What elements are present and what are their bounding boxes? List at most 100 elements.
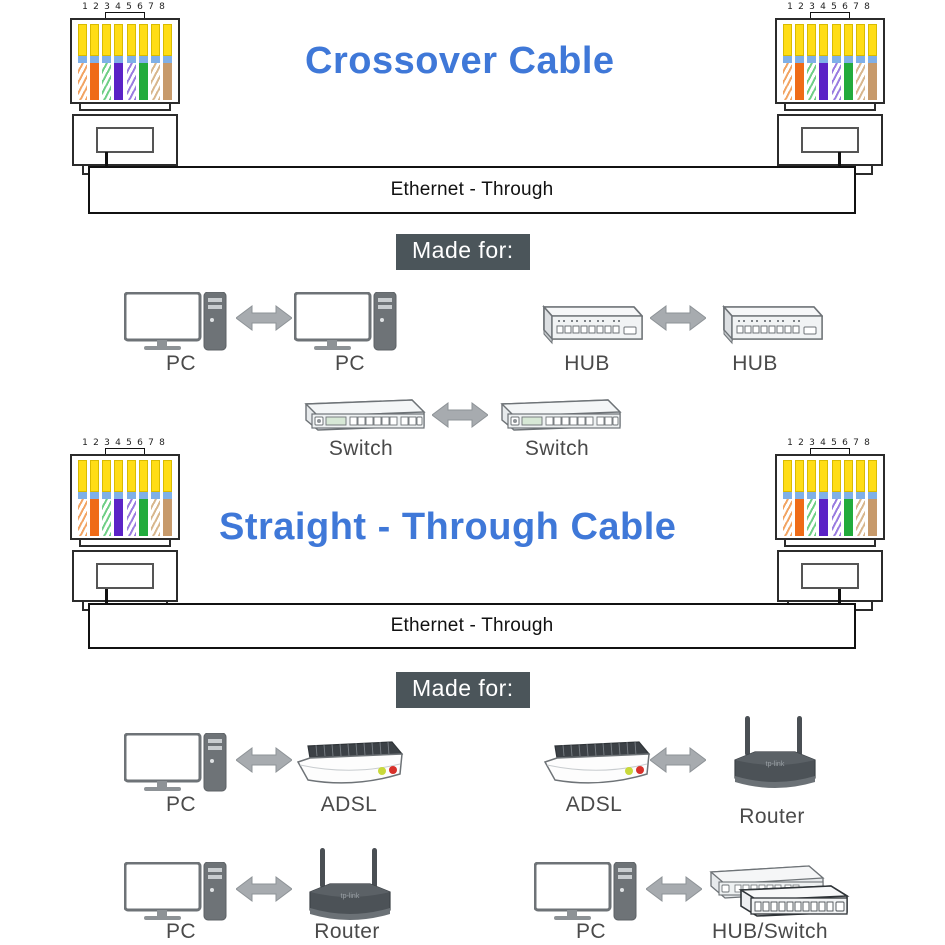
- plug-contact-block: [70, 454, 180, 540]
- bidirectional-arrow: [645, 874, 703, 909]
- device-label-hub-crossover-b: HUB: [732, 352, 778, 375]
- pin-bracket-3-to-6: [810, 12, 850, 19]
- cable-drop-right: [838, 589, 841, 605]
- pin-number: 2: [798, 2, 804, 12]
- wire-pin-7: [855, 24, 865, 100]
- device-pc-crossover-b: [293, 291, 399, 357]
- pin-number: 3: [104, 438, 110, 448]
- pin-number: 5: [126, 2, 132, 12]
- pin-number: 5: [831, 2, 837, 12]
- wire-pin-2: [795, 24, 805, 100]
- wire-pin-2: [90, 460, 100, 536]
- cable-drop-left: [105, 152, 108, 168]
- pin-number: 3: [104, 2, 110, 12]
- device-router-straight-a: tp-link: [721, 716, 825, 799]
- pin-number: 1: [82, 438, 88, 448]
- pin-number-row: 1 2 3 4 5 6 7 8: [79, 2, 171, 19]
- pin-number: 3: [809, 2, 815, 12]
- wire-pin-1: [78, 24, 87, 100]
- bidirectional-arrow: [235, 874, 293, 909]
- pin-number-row: 1 2 3 4 5 6 7 8: [784, 438, 876, 455]
- wire-pin-1: [783, 460, 792, 536]
- pin-number: 3: [809, 438, 815, 448]
- pin-number-row: 1 2 3 4 5 6 7 8: [79, 438, 171, 455]
- bidirectional-arrow: [649, 303, 707, 338]
- pin-number: 5: [831, 438, 837, 448]
- device-label-hub-switch-straight: HUB/Switch: [711, 920, 829, 943]
- device-pc-straight-b: [123, 861, 229, 927]
- wire-pin-4: [819, 460, 829, 536]
- device-label-pc-crossover-b: PC: [335, 352, 365, 375]
- wire-pin-5: [831, 24, 841, 100]
- cable-drop-left: [105, 589, 108, 605]
- wire-pin-5: [831, 460, 841, 536]
- plug-contact-block: [70, 18, 180, 104]
- bidirectional-arrow: [235, 745, 293, 780]
- wire-pin-8: [162, 460, 172, 536]
- pin-number: 4: [820, 438, 826, 448]
- pin-number: 4: [115, 2, 121, 12]
- cable-drop-right: [838, 152, 841, 168]
- wire-pin-8: [867, 460, 877, 536]
- plug-boot: [777, 114, 883, 166]
- device-label-switch-crossover-a: Switch: [328, 437, 394, 460]
- pin-number: 8: [159, 2, 165, 12]
- pin-number: 8: [864, 438, 870, 448]
- pin-number: 2: [798, 438, 804, 448]
- pin-number: 8: [864, 2, 870, 12]
- plug-boot: [72, 114, 178, 166]
- pin-number: 4: [820, 2, 826, 12]
- rj45-connector-crossover-right: 1 2 3 4 5 6 7 8: [775, 2, 885, 175]
- wire-pin-4: [114, 24, 124, 100]
- bidirectional-arrow: [235, 303, 293, 338]
- device-label-adsl-straight-b: ADSL: [565, 793, 623, 816]
- wire-pin-6: [843, 460, 853, 536]
- pin-number: 7: [853, 438, 859, 448]
- plug-contact-block: [775, 454, 885, 540]
- plug-neck: [784, 540, 876, 547]
- section-title-straight-through: Straight - Through Cable: [219, 506, 677, 548]
- wire-pin-3: [807, 460, 817, 536]
- wire-pin-4: [114, 460, 124, 536]
- plug-neck: [79, 540, 171, 547]
- pin-number: 6: [137, 2, 143, 12]
- device-label-hub-crossover-a: HUB: [564, 352, 610, 375]
- section-title-crossover: Crossover Cable: [305, 40, 615, 82]
- svg-text:tp-link: tp-link: [341, 893, 360, 900]
- device-label-pc-crossover-a: PC: [166, 352, 196, 375]
- pin-number: 6: [137, 438, 143, 448]
- ethernet-cable-label: Ethernet - Through: [390, 179, 554, 200]
- pin-number: 8: [159, 438, 165, 448]
- bidirectional-arrow: [649, 745, 707, 780]
- wire-pin-4: [819, 24, 829, 100]
- wire-pin-5: [126, 24, 136, 100]
- pin-bracket-3-to-6: [810, 448, 850, 455]
- wire-pin-7: [150, 460, 160, 536]
- plug-neck: [79, 104, 171, 111]
- wire-pin-5: [126, 460, 136, 536]
- device-label-switch-crossover-b: Switch: [524, 437, 590, 460]
- pin-number: 6: [842, 438, 848, 448]
- bidirectional-arrow: [431, 400, 489, 435]
- wire-pin-6: [843, 24, 853, 100]
- wire-pin-8: [867, 24, 877, 100]
- device-pc-straight-a: [123, 732, 229, 798]
- ethernet-cable-bar-straight: Ethernet - Through: [88, 603, 856, 649]
- device-label-router-straight-b: Router: [314, 920, 380, 943]
- device-label-pc-straight-a: PC: [166, 793, 196, 816]
- device-hub-crossover-a: [530, 303, 644, 354]
- device-hub-crossover-b: [710, 303, 824, 354]
- pin-number: 7: [148, 2, 154, 12]
- wire-pin-3: [807, 24, 817, 100]
- wire-pin-1: [783, 24, 792, 100]
- made-for-badge-crossover: Made for:: [396, 234, 530, 270]
- device-pc-straight-c: [533, 861, 639, 927]
- wire-pin-3: [102, 24, 112, 100]
- device-label-adsl-straight-a: ADSL: [320, 793, 378, 816]
- wire-pin-1: [78, 460, 87, 536]
- plug-contact-block: [775, 18, 885, 104]
- pin-bracket-3-to-6: [105, 12, 145, 19]
- pin-number: 2: [93, 438, 99, 448]
- rj45-connector-straight-right: 1 2 3 4 5 6 7 8: [775, 438, 885, 611]
- pin-number: 1: [82, 2, 88, 12]
